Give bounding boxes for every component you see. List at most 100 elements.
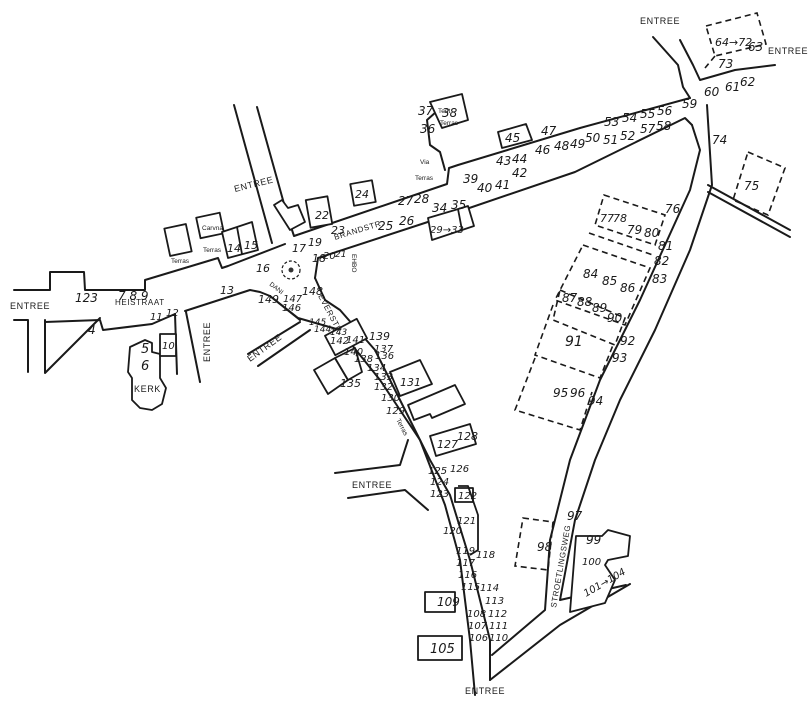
plot-98 — [514, 517, 554, 571]
everstr-side-road-a — [247, 321, 301, 355]
stand-23: 23 — [331, 224, 345, 237]
stand-127: 127 — [437, 438, 458, 451]
brandstr-south-edge — [314, 117, 693, 279]
stand-88: 88 — [577, 295, 593, 309]
stand-84: 84 — [583, 267, 598, 281]
stand-139-box — [324, 317, 368, 357]
side-street-east — [185, 311, 201, 383]
stand-6: 6 — [141, 359, 149, 374]
empty-building — [407, 384, 466, 421]
stand-35: 35 — [451, 198, 466, 212]
stand-58: 58 — [656, 119, 672, 133]
stand-124: 124 — [430, 477, 449, 488]
stand-82: 82 — [654, 254, 669, 268]
stand-77: 77 — [600, 212, 614, 225]
stand-34: 34 — [432, 201, 447, 215]
stand-51: 51 — [603, 133, 618, 147]
stand-148: 148 — [302, 285, 323, 298]
via-path — [426, 111, 446, 171]
stand-52: 52 — [620, 129, 635, 143]
entree-south-side: ENTREE — [202, 322, 212, 362]
heistraat-north-edge — [13, 243, 286, 291]
entree-middle-west: ENTREE — [352, 480, 392, 490]
plot-73-divider — [704, 55, 716, 69]
north-road-east-edge — [256, 106, 289, 219]
stand-111: 111 — [489, 621, 508, 632]
stand-63: 63 — [748, 40, 763, 54]
stand-109-box — [424, 591, 456, 613]
label-kerk: KERK — [134, 384, 161, 394]
stand-135-box — [334, 347, 363, 381]
stand-45: 45 — [505, 131, 520, 145]
north-fork-east — [679, 39, 776, 81]
stand-115: 115 — [461, 582, 480, 593]
stand-113: 113 — [485, 596, 504, 607]
stand-74: 74 — [712, 133, 727, 147]
stand-120: 120 — [443, 526, 462, 537]
stand-41: 41 — [495, 178, 510, 192]
plot-77-80 — [594, 193, 667, 247]
stand-27: 27 — [398, 194, 414, 208]
stand-78: 78 — [613, 212, 627, 225]
stand-85: 85 — [602, 274, 617, 288]
stand-80: 80 — [644, 226, 660, 240]
stand-119: 119 — [456, 546, 475, 557]
stand-60: 60 — [704, 85, 720, 99]
stand-57: 57 — [640, 122, 656, 136]
entree-northeast: ENTREE — [768, 46, 808, 56]
entree-north: ENTREE — [640, 16, 680, 26]
stand-29-33: 29→33 — [430, 225, 464, 236]
stand-28: 28 — [414, 192, 430, 206]
north-fork-west — [652, 36, 691, 99]
stand-25: 25 — [378, 219, 393, 233]
stand-17: 17 — [292, 242, 306, 255]
stand-15: 15 — [244, 239, 258, 252]
stand-130: 130 — [381, 393, 400, 404]
stand-55: 55 — [640, 107, 655, 121]
stand-76: 76 — [665, 202, 681, 216]
stand-53: 53 — [604, 115, 619, 129]
stand-numbers: 123 7 8 9 4 5 6 10 11 12 13 14 15 16 17 … — [75, 36, 763, 657]
stand-96: 96 — [570, 386, 586, 400]
label-terras-1: Terras — [171, 258, 190, 265]
divider — [236, 226, 243, 255]
stand-122-box — [454, 487, 474, 503]
plot-64-72 — [704, 12, 768, 57]
stand-83: 83 — [652, 272, 667, 286]
buildings — [127, 93, 631, 661]
entree-everstr-side: ENTREE — [245, 332, 283, 364]
stand-14: 14 — [227, 242, 241, 255]
stand-128: 128 — [457, 430, 478, 443]
stand-112: 112 — [488, 609, 507, 620]
stand-141: 141 — [346, 335, 365, 346]
stand-90: 90 — [607, 311, 623, 325]
stand-136: 136 — [375, 351, 394, 362]
stand-137: 137 — [374, 344, 394, 355]
street-heistraat: HEISTRAAT — [115, 298, 165, 307]
stand-125: 125 — [428, 466, 447, 477]
stand-131: 131 — [400, 376, 421, 389]
label-terras-2: Terras — [203, 247, 222, 254]
stand-93: 93 — [612, 351, 627, 365]
stand-46: 46 — [535, 143, 551, 157]
roads — [13, 36, 791, 696]
stand-81: 81 — [658, 239, 673, 253]
label-via-terras: Terras — [415, 175, 434, 182]
stand-142: 142 — [330, 336, 349, 347]
stand-38: 38 — [442, 106, 458, 120]
stand-99: 99 — [586, 533, 601, 547]
east-road-west-edge — [491, 124, 701, 656]
stand-106: 106 — [469, 633, 488, 644]
stand-11: 11 — [150, 312, 163, 323]
stand-5: 5 — [141, 342, 149, 357]
stand-135: 135 — [340, 377, 361, 390]
stand-24: 24 — [355, 188, 369, 201]
stand-26: 26 — [399, 214, 415, 228]
stand-118: 118 — [476, 550, 495, 561]
stand-145: 145 — [309, 318, 326, 328]
stand-92: 92 — [620, 334, 635, 348]
plot-line-81 — [588, 232, 654, 256]
stand-86: 86 — [620, 281, 636, 295]
stand-73: 73 — [718, 57, 733, 71]
plot-95-96 — [513, 357, 593, 431]
